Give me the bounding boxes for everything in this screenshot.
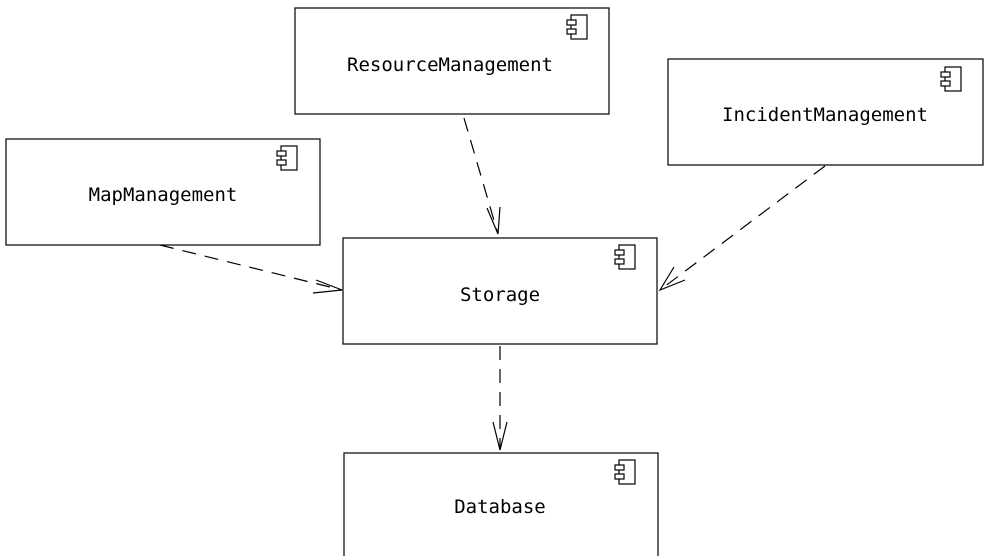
component-icon [614, 459, 636, 485]
component-incident-management[interactable]: IncidentManagement [667, 58, 984, 166]
component-label: ResourceManagement [347, 54, 553, 76]
component-label: IncidentManagement [722, 104, 928, 126]
dependency-incident-management-to-storage [658, 165, 826, 292]
component-database[interactable]: Database [343, 452, 659, 556]
component-icon [566, 14, 588, 40]
component-icon [614, 244, 636, 270]
component-label: Storage [460, 284, 540, 306]
component-label: MapManagement [89, 184, 238, 206]
dependency-map-management-to-storage [159, 244, 343, 294]
component-icon [940, 66, 962, 92]
component-icon [276, 145, 298, 171]
dependency-edges [159, 117, 826, 451]
component-label: Database [454, 496, 546, 518]
component-resource-management[interactable]: ResourceManagement [294, 7, 610, 115]
dependency-resource-management-to-storage [463, 117, 501, 235]
component-storage[interactable]: Storage [342, 237, 658, 345]
dependency-storage-to-database [492, 346, 508, 451]
component-map-management[interactable]: MapManagement [5, 138, 321, 246]
